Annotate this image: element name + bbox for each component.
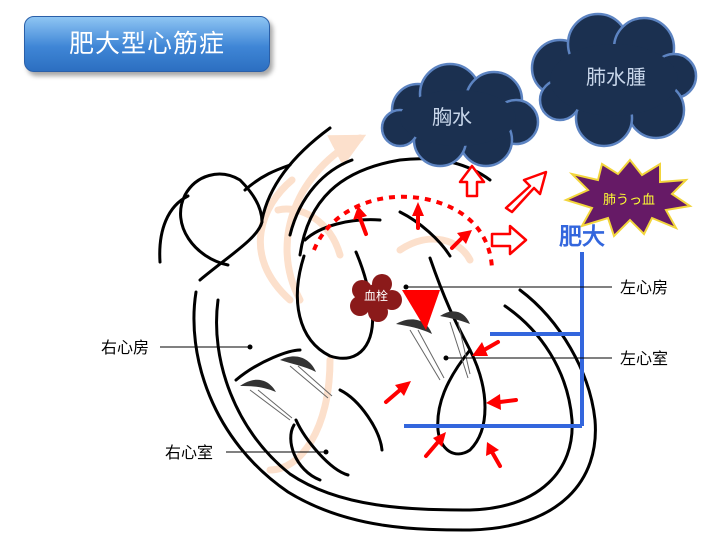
valve-leaflets <box>240 311 470 392</box>
cloud-pleural-effusion-fill <box>400 90 516 146</box>
cloud-label-pulmonary-edema: 肺水腫 <box>586 65 646 89</box>
pulmonary-congestion-burst <box>563 158 693 238</box>
cloud-label-pleural-effusion: 胸水 <box>432 105 472 129</box>
heart-outline <box>158 126 597 532</box>
cloud-pulmonary-edema-fill <box>550 44 678 116</box>
hypertrophy-label: 肥大 <box>559 224 605 250</box>
label-left-atrium: 左心房 <box>620 278 668 297</box>
label-left-ventricle: 左心室 <box>620 349 668 368</box>
label-right-ventricle: 右心室 <box>165 443 213 462</box>
title-banner: 肥大型心筋症 <box>24 16 270 72</box>
hollow-arrows <box>458 164 548 256</box>
atrial-enlargement-arc <box>312 194 494 269</box>
thrombus <box>350 274 402 322</box>
blood-flow-arrows <box>256 134 474 474</box>
label-leaders <box>160 286 612 453</box>
title-text: 肥大型心筋症 <box>68 29 225 58</box>
label-dots <box>247 284 449 455</box>
pressure-arrows <box>353 202 518 468</box>
thrombus-label: 血栓 <box>364 288 388 303</box>
label-right-atrium: 右心房 <box>101 338 149 357</box>
burst-label: 肺うっ血 <box>603 193 655 208</box>
outflow-obstruction-triangle <box>402 290 440 330</box>
hypertrophy-bracket <box>404 252 584 428</box>
chordae <box>249 321 471 421</box>
